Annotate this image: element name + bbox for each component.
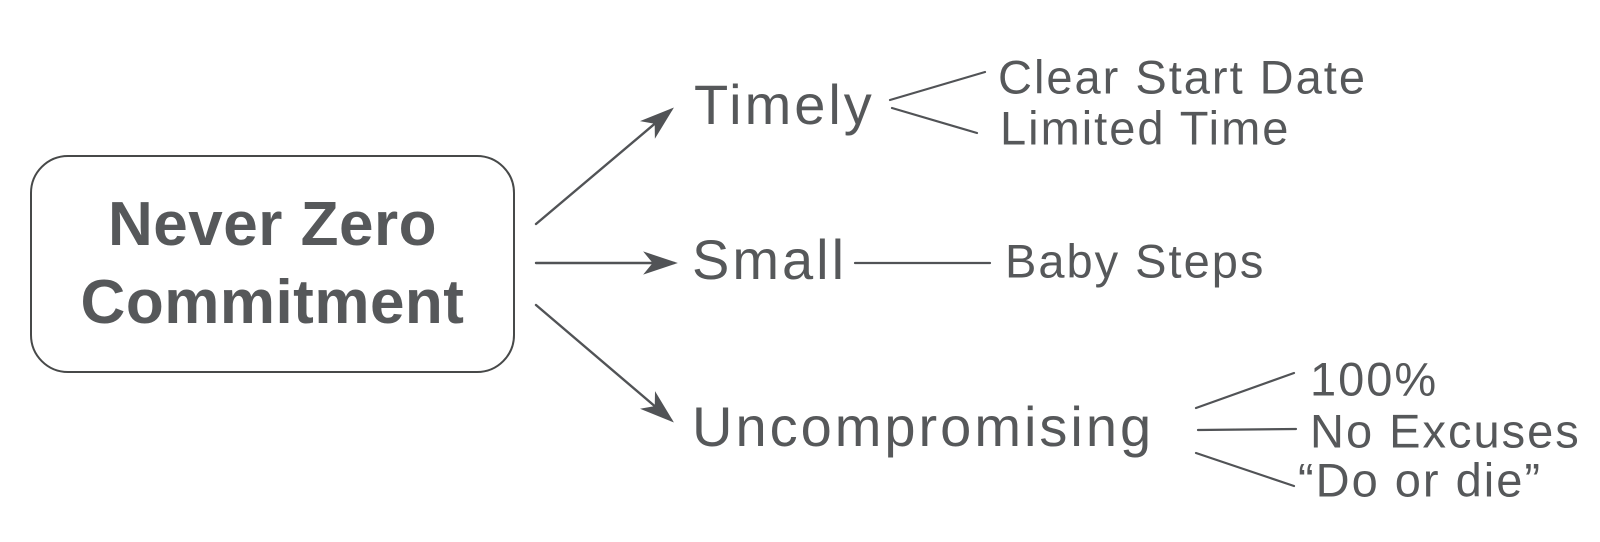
line-uncompromising-to-100 (1194, 371, 1296, 410)
branch-node-timely[interactable]: Timely (694, 73, 875, 136)
branch-node-small[interactable]: Small (692, 228, 848, 291)
line-uncompromising-to-no-excuses (1196, 427, 1298, 432)
line-uncompromising-to-do-or-die (1194, 451, 1296, 488)
branch-node-uncompromising[interactable]: Uncompromising (692, 395, 1155, 458)
line-timely-to-limited-time (890, 106, 979, 135)
leaf-node-do-or-die[interactable]: “Do or die” (1298, 453, 1543, 507)
leaf-node-no-excuses[interactable]: No Excuses (1310, 404, 1581, 458)
arrow-root-to-timely (534, 107, 674, 226)
leaf-node-baby-steps[interactable]: Baby Steps (1005, 234, 1266, 288)
arrow-root-to-uncompromising (534, 303, 674, 423)
line-timely-to-clear-start-date (888, 70, 987, 102)
leaf-node-clear-start-date[interactable]: Clear Start Date (998, 50, 1367, 104)
leaf-node-100-percent[interactable]: 100% (1310, 352, 1439, 406)
leaf-node-limited-time[interactable]: Limited Time (1000, 101, 1291, 155)
root-node-label-line2: Commitment (80, 268, 465, 337)
root-node-label-line1: Never Zero (108, 189, 437, 259)
root-node-never-zero-commitment[interactable]: Never Zero Commitment (30, 155, 515, 373)
